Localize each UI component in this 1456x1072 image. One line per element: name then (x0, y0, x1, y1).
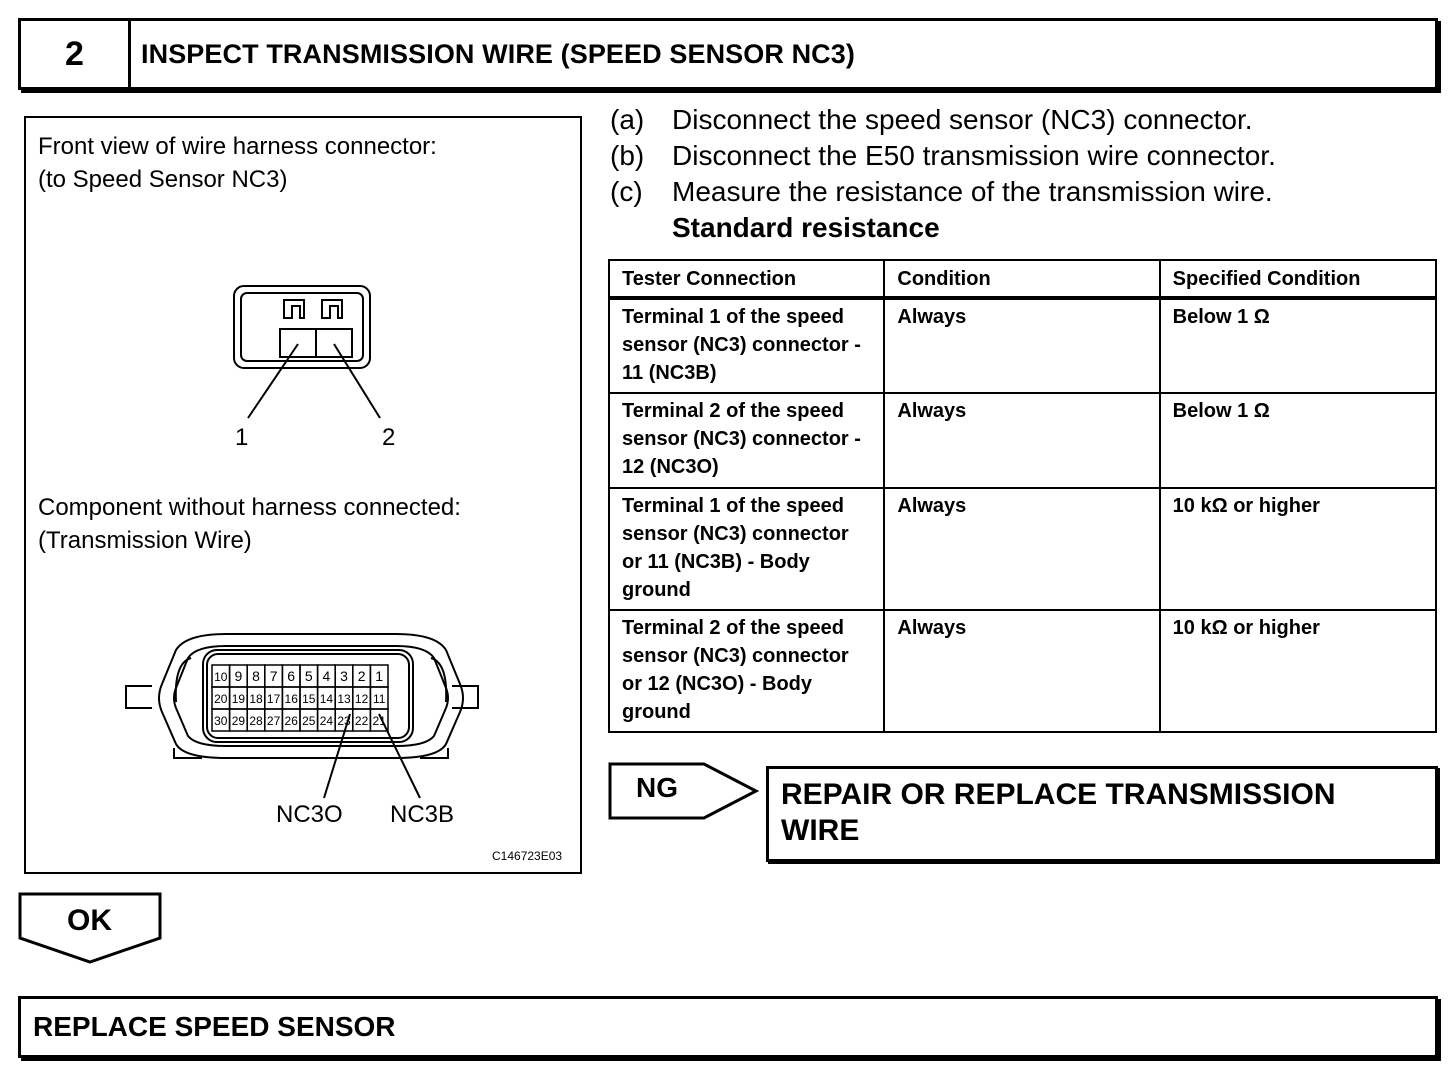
instruction-step: (c) Measure the resistance of the transmi… (610, 174, 1276, 210)
table-cell: Always (883, 392, 1161, 489)
connector-pin-number: 6 (287, 668, 295, 684)
ng-action-line1: REPAIR OR REPLACE TRANSMISSION (781, 778, 1336, 811)
table-header-cell: Specified Condition (1158, 259, 1438, 300)
connector-pin-number: 22 (355, 714, 369, 728)
table-cell: 10 kΩ or higher (1158, 487, 1438, 611)
connector-pin-number: 15 (302, 692, 316, 706)
pin-label-2: 2 (382, 424, 395, 451)
table-cell: Terminal 2 of the speed sensor (NC3) con… (607, 392, 886, 489)
table-cell: Terminal 2 of the speed sensor (NC3) con… (607, 609, 886, 733)
instruction-list: (a) Disconnect the speed sensor (NC3) con… (610, 102, 1276, 246)
step-text: Disconnect the E50 transmission wire con… (672, 140, 1276, 171)
table-header-cell: Tester Connection (607, 259, 886, 300)
table-header-cell: Condition (883, 259, 1161, 300)
connector-pin-number: 9 (235, 668, 243, 684)
caption-bottom-line1: Component without harness connected: (38, 494, 461, 521)
connector-pin-number: 28 (249, 714, 263, 728)
connector-pin-number: 14 (320, 692, 334, 706)
table-cell: Terminal 1 of the speed sensor (NC3) con… (607, 487, 886, 611)
step-number: 2 (21, 21, 131, 87)
table-cell: Always (883, 297, 1161, 394)
connector-pin-number: 17 (267, 692, 281, 706)
connector-pin-cell (369, 708, 389, 732)
connector-pin-number: 24 (320, 714, 334, 728)
figure-code: C146723E03 (492, 849, 562, 863)
ok-label: OK (67, 904, 112, 937)
connector-pin-number: 12 (355, 692, 369, 706)
connector-pin-number: 18 (249, 692, 263, 706)
ok-arrow-icon (18, 892, 162, 964)
final-action-box: REPLACE SPEED SENSOR (18, 996, 1438, 1058)
table-cell: 10 kΩ or higher (1158, 609, 1438, 733)
connector-pin-number: 10 (214, 670, 228, 684)
final-action-text: REPLACE SPEED SENSOR (33, 1011, 396, 1042)
figure-caption-bottom: Component without harness connected: (Tr… (38, 491, 461, 557)
connector-pin-number: 8 (252, 668, 260, 684)
connector-pin-number: 30 (214, 714, 228, 728)
caption-bottom-line2: (Transmission Wire) (38, 527, 252, 554)
resistance-spec-table: Tester Connection Condition Specified Co… (607, 259, 1438, 733)
table-cell: Always (883, 487, 1161, 611)
table-row: Terminal 1 of the speed sensor (NC3) con… (607, 487, 1438, 611)
table-row: Terminal 2 of the speed sensor (NC3) con… (607, 392, 1438, 489)
ng-label: NG (636, 772, 678, 803)
table-cell: Terminal 1 of the speed sensor (NC3) con… (607, 297, 886, 394)
connector-pin-number: 16 (285, 692, 299, 706)
speed-sensor-connector (233, 285, 381, 419)
table-row: Terminal 2 of the speed sensor (NC3) con… (607, 609, 1438, 733)
caption-top-line1: Front view of wire harness connector: (38, 133, 437, 160)
step-title: INSPECT TRANSMISSION WIRE (SPEED SENSOR … (141, 38, 855, 69)
connector-pin-number: 21 (373, 714, 387, 728)
ng-action-box: REPAIR OR REPLACE TRANSMISSION WIRE (766, 766, 1438, 862)
connector-pin-number: 19 (232, 692, 246, 706)
connector-pin-number: 7 (270, 668, 278, 684)
pin-label-1: 1 (235, 424, 248, 451)
connector-pin-number: 5 (305, 668, 313, 684)
connector-pin-number: 4 (323, 668, 331, 684)
figure-caption-top: Front view of wire harness connector: (t… (38, 130, 437, 196)
ng-action-text: REPAIR OR REPLACE TRANSMISSION WIRE (781, 777, 1336, 849)
instruction-step: (a) Disconnect the speed sensor (NC3) con… (610, 102, 1276, 138)
connector-pin-number: 1 (375, 668, 383, 684)
table-row: Terminal 1 of the speed sensor (NC3) con… (607, 297, 1438, 394)
transmission-wire-connector (125, 633, 479, 759)
table-cell: Always (883, 609, 1161, 733)
standard-resistance-label: Standard resistance (672, 212, 940, 243)
connector-pin-number: 20 (214, 692, 228, 706)
connector-pin-number: 27 (267, 714, 281, 728)
step-letter: (c) (610, 176, 643, 207)
standard-resistance-heading: Standard resistance (610, 210, 1276, 246)
step-text: Disconnect the speed sensor (NC3) connec… (672, 104, 1253, 135)
step-text: Measure the resistance of the transmissi… (672, 176, 1273, 207)
table-header-row: Tester Connection Condition Specified Co… (607, 259, 1438, 300)
nc3o-label: NC3O (276, 801, 343, 828)
nc3b-label: NC3B (390, 801, 454, 828)
connector-pin-number: 26 (285, 714, 299, 728)
connector-pin-number: 3 (340, 668, 348, 684)
table-cell: Below 1 Ω (1158, 297, 1438, 394)
ng-action-line2: WIRE (781, 814, 860, 847)
table-cell: Below 1 Ω (1158, 392, 1438, 489)
ng-arrow-icon (608, 762, 760, 820)
step-letter: (b) (610, 140, 645, 171)
connector-pin-number: 13 (337, 692, 351, 706)
connector-pin-number: 29 (232, 714, 246, 728)
caption-top-line2: (to Speed Sensor NC3) (38, 166, 288, 193)
step-header: 2 INSPECT TRANSMISSION WIRE (SPEED SENSO… (18, 18, 1438, 90)
connector-pin-number: 25 (302, 714, 316, 728)
connector-pin-number: 2 (358, 668, 366, 684)
instruction-step: (b) Disconnect the E50 transmission wire … (610, 138, 1276, 174)
connector-pin-number: 11 (373, 692, 386, 706)
step-letter: (a) (610, 104, 645, 135)
